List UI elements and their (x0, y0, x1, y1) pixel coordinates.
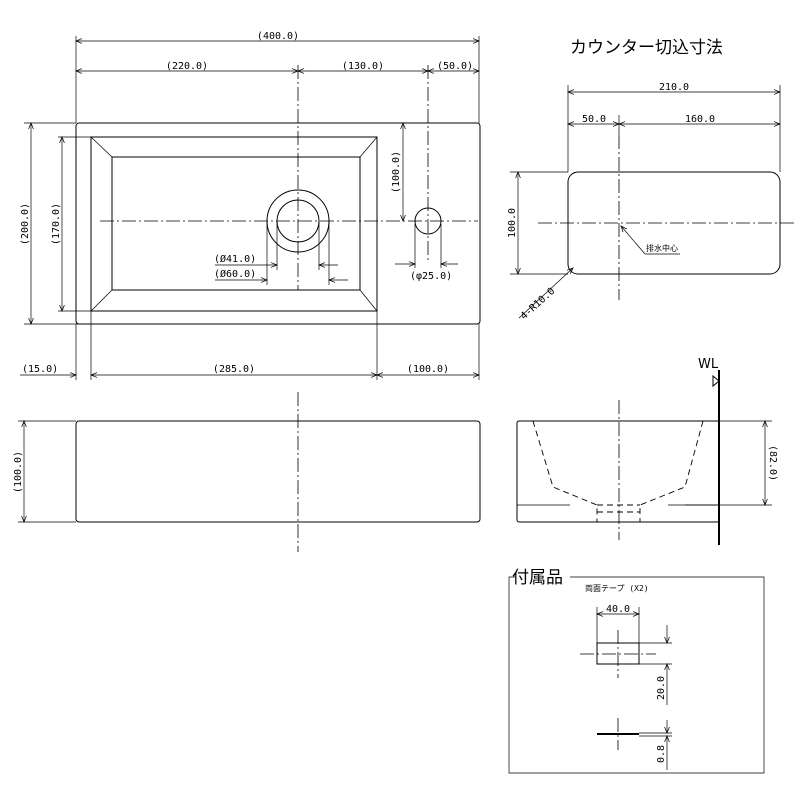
dim-drain-41: (Ø41.0) (214, 253, 256, 265)
accessories-title: 付属品 (512, 568, 563, 588)
front-view: (100.0) (13, 392, 481, 552)
dim-front-height: (100.0) (13, 451, 24, 493)
dim-total-width: (400.0) (257, 31, 299, 42)
section-depth: (82.0) (767, 445, 778, 481)
bowl-rim (90, 136, 378, 312)
section-outline (516, 420, 720, 523)
tape-thickness: 0.8 (656, 745, 667, 763)
cutout-left-offset: 50.0 (582, 114, 606, 125)
tape-label: 両面テープ (X2) (585, 584, 649, 593)
front-outline (75, 420, 481, 523)
dim-right-margin: (100.0) (407, 364, 449, 375)
dim-bowl-width: (285.0) (213, 364, 255, 375)
dim-tap-from-back: (100.0) (391, 151, 402, 193)
dim-left-margin: (15.0) (22, 364, 58, 375)
accessories-box: 付属品 両面テープ (X2) 40.0 20.0 0.8 (508, 568, 765, 774)
cutout-drain-center: 排水中心 (646, 243, 678, 253)
bowl-profile (532, 420, 598, 522)
dim-tap-to-edge: (50.0) (437, 61, 473, 72)
dim-tap-hole: (φ25.0) (410, 271, 452, 282)
tape-width: 40.0 (606, 604, 630, 615)
cutout-view: カウンター切込寸法 210.0 50.0 160.0 100.0 4-R10.0… (507, 38, 795, 322)
dim-height-total: (200.0) (20, 203, 31, 245)
dim-left-to-hole: (220.0) (166, 61, 208, 72)
cutout-right-offset: 160.0 (685, 114, 715, 125)
dim-height-inner: (170.0) (51, 203, 62, 245)
cutout-title: カウンター切込寸法 (570, 38, 723, 58)
wl-label: WL (698, 357, 719, 372)
cutout-height: 100.0 (507, 208, 518, 238)
basin-outline (75, 122, 481, 325)
dim-drain-60: (Ø60.0) (214, 268, 256, 280)
tape-height: 20.0 (656, 676, 667, 700)
plan-view: (400.0) (220.0) (130.0) (50.0) (200.0) (… (20, 31, 481, 380)
cutout-width: 210.0 (659, 82, 689, 93)
section-view: WL (82.0) (516, 357, 778, 545)
cutout-corner-radius: 4-R10.0 (519, 286, 558, 322)
dim-hole-to-tap: (130.0) (342, 61, 384, 72)
wl-triangle-icon (712, 374, 720, 388)
